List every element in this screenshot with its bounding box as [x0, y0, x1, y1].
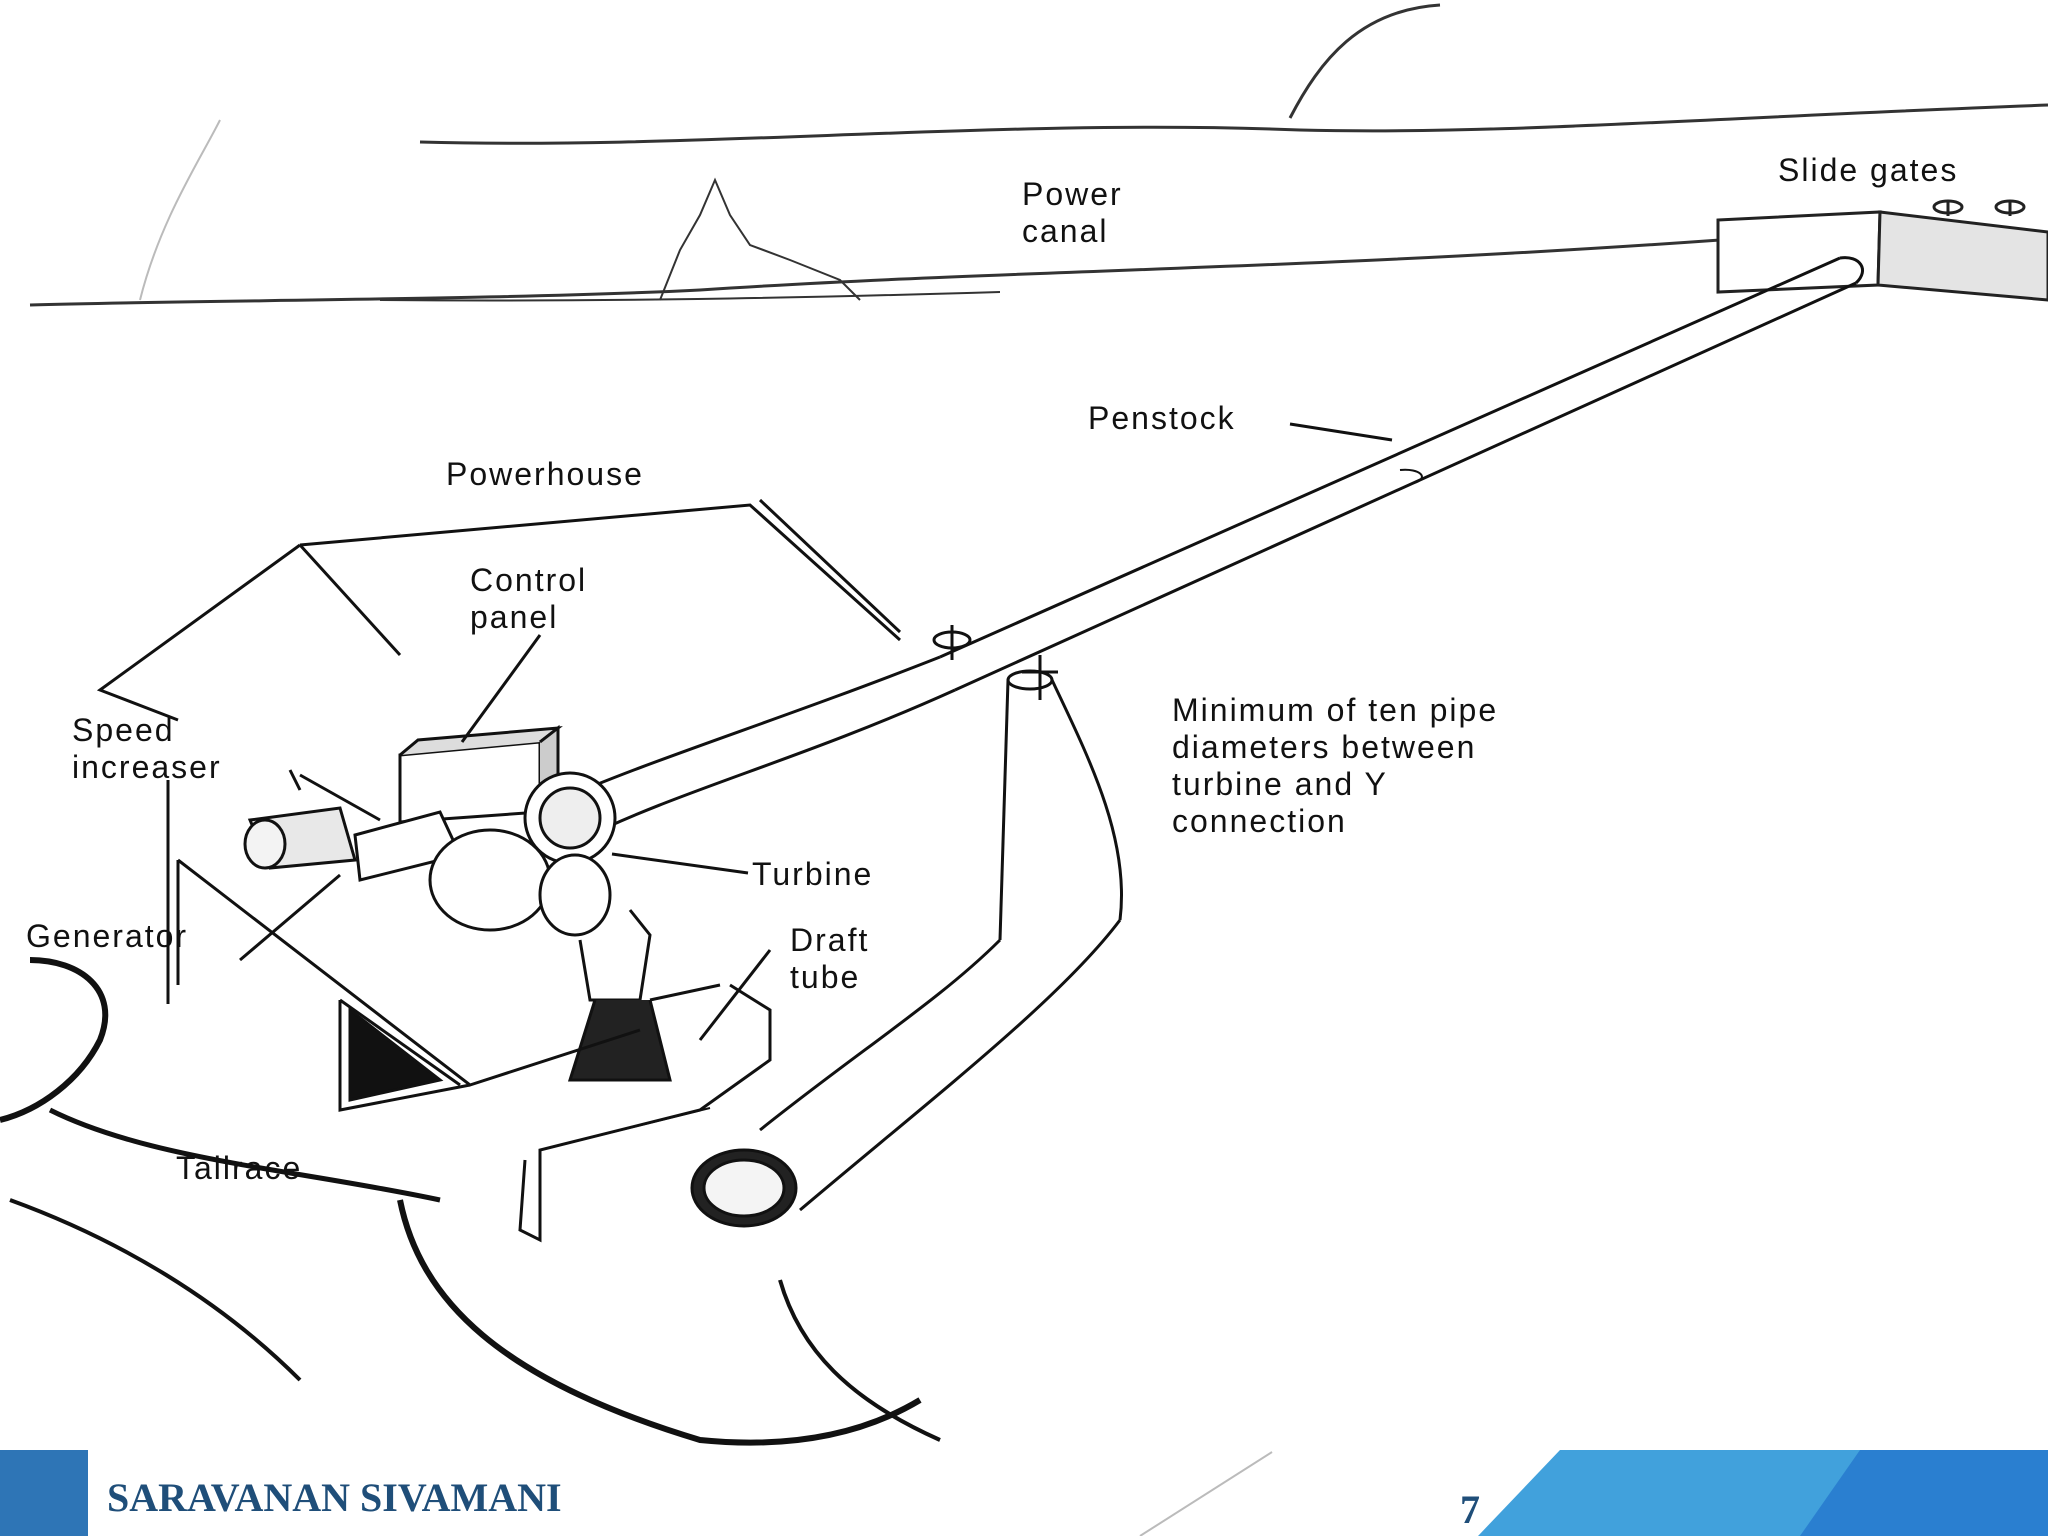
control-panel-label: Control panel: [470, 562, 588, 635]
penstock-pipe: [559, 256, 1864, 842]
turbine-label: Turbine: [752, 856, 874, 892]
generator-assembly: [243, 773, 463, 882]
footer-band: [0, 1450, 2048, 1536]
footer-author: SARAVANAN SIVAMANI: [107, 1475, 562, 1520]
draft-tube-label: Draft tube: [790, 922, 870, 995]
power-canal-label: Power canal: [1022, 176, 1123, 249]
slide-gates-structure: [1716, 199, 2048, 302]
foundation-and-tailrace: [0, 858, 941, 1446]
generator-label: Generator: [26, 918, 189, 954]
powerhouse-roof: [96, 498, 902, 722]
page-number: 7: [1460, 1487, 1480, 1532]
tailrace-label: Tailrace: [176, 1150, 303, 1186]
pipe-diameter-note: Minimum of ten pipe diameters between tu…: [1172, 692, 1499, 839]
penstock-label: Penstock: [1088, 400, 1236, 436]
speed-increaser-label: Speed increaser: [72, 712, 222, 785]
penstock-valve: [932, 625, 972, 660]
turbine-casing: [428, 771, 749, 1082]
powerhouse-label: Powerhouse: [446, 456, 644, 492]
slide-gates-label: Slide gates: [1778, 152, 1959, 188]
label-leaders: [166, 422, 1393, 1041]
power-canal-sketch: [29, 3, 2048, 307]
y-branch-pipe: [690, 655, 1124, 1228]
